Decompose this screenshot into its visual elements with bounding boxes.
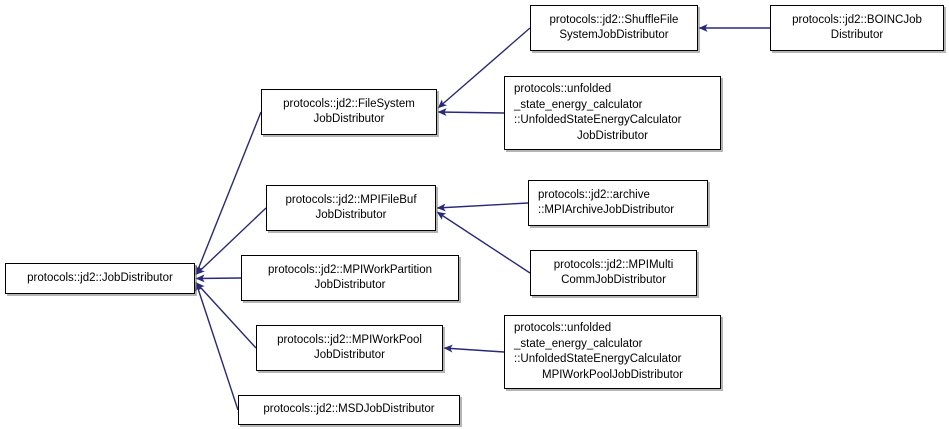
inheritance-edge bbox=[436, 202, 529, 212]
inheritance-edge bbox=[194, 282, 239, 411]
class-node-label: protocols::jd2::FileSystem bbox=[283, 97, 415, 110]
class-node-label: protocols::jd2::archive bbox=[538, 188, 650, 201]
inheritance-edge bbox=[437, 108, 505, 117]
class-node-label: protocols::unfolded bbox=[514, 83, 612, 95]
class-node-label: protocols::jd2::JobDistributor bbox=[27, 271, 173, 284]
class-node-label: protocols::unfolded bbox=[514, 322, 612, 334]
class-node-jobdistributor[interactable]: protocols::jd2::JobDistributor bbox=[5, 263, 195, 294]
class-node-mpiarchive[interactable]: protocols::jd2::archive::MPIArchiveJobDi… bbox=[528, 180, 708, 226]
class-node-label: protocols::jd2::MPIWorkPool bbox=[277, 333, 422, 346]
class-node-label: _state_energy_calculator bbox=[514, 98, 643, 111]
inheritance-edge bbox=[443, 344, 505, 353]
inheritance-edge bbox=[195, 282, 257, 349]
class-node-label: JobDistributor bbox=[315, 209, 387, 221]
class-node-label: SystemJobDistributor bbox=[559, 29, 669, 41]
class-node-unfolded-mpiworkpool[interactable]: protocols::unfolded_state_energy_calcula… bbox=[504, 315, 721, 389]
class-node-label: protocols::jd2::BOINCJob bbox=[792, 13, 922, 26]
class-node-label: Distributor bbox=[830, 29, 884, 41]
class-node-label: JobDistributor bbox=[314, 279, 386, 291]
class-node-label: ::UnfoldedStateEnergyCalculator bbox=[514, 114, 682, 126]
inheritance-edge bbox=[195, 207, 267, 276]
class-node-label: protocols::jd2::MPIMulti bbox=[553, 258, 674, 271]
class-node-label: CommJobDistributor bbox=[561, 274, 666, 286]
class-node-label: JobDistributor bbox=[577, 129, 648, 142]
inheritance-edge bbox=[195, 111, 262, 275]
class-node-label: JobDistributor bbox=[313, 113, 385, 125]
class-node-unfolded-filesystem[interactable]: protocols::unfolded_state_energy_calcula… bbox=[504, 76, 721, 150]
inheritance-edge bbox=[436, 211, 531, 274]
class-node-label: _state_energy_calculator bbox=[514, 337, 643, 350]
class-node-label: MPIWorkPoolJobDistributor bbox=[541, 368, 684, 381]
class-node-label: protocols::jd2::MSDJobDistributor bbox=[263, 403, 435, 416]
class-node-label: ::MPIArchiveJobDistributor bbox=[538, 204, 675, 216]
class-node-label: protocols::jd2::MPIFileBuf bbox=[285, 193, 417, 206]
class-node-label: JobDistributor bbox=[314, 349, 385, 361]
inheritance-edge bbox=[437, 27, 531, 109]
inheritance-edge bbox=[195, 274, 242, 283]
class-node-label: ::UnfoldedStateEnergyCalculator bbox=[514, 353, 682, 365]
class-node-label: protocols::jd2::ShuffleFile bbox=[549, 13, 679, 26]
class-node-label: protocols::jd2::MPIWorkPartition bbox=[267, 263, 433, 276]
class-node-msd[interactable]: protocols::jd2::MSDJobDistributor bbox=[238, 395, 460, 425]
edge-group bbox=[194, 24, 770, 411]
